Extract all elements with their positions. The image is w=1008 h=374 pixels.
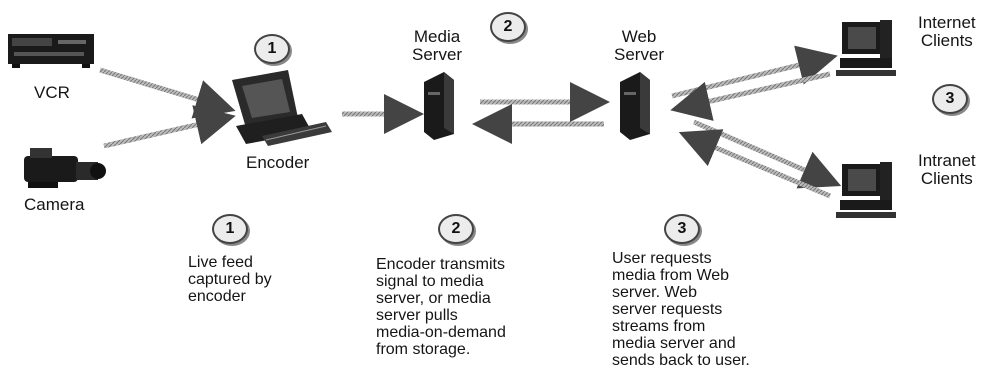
step-1-description: Live feed captured by encoder (188, 254, 272, 305)
camera-label: Camera (24, 195, 85, 214)
vcr-to-encoder-arrow (99, 67, 236, 119)
camera-to-encoder-arrow (103, 105, 236, 149)
step-badge-media-server: 2 (490, 12, 526, 42)
step-badge-clients: 3 (932, 84, 968, 114)
step-2-description: Encoder transmits signal to media server… (376, 256, 506, 358)
web-server-to-intranet-arrow (678, 129, 831, 199)
web-server-label: Web Server (614, 27, 665, 64)
vcr-icon (8, 34, 94, 68)
step-badge-2: 2 (438, 214, 474, 244)
connection-arrows (99, 45, 842, 199)
camera-icon (24, 148, 106, 188)
server-tower-icon (620, 72, 650, 140)
internet-to-web-server-arrow (670, 71, 831, 121)
computer-icon (232, 70, 332, 146)
desktop-computer-icon (836, 162, 896, 218)
encoder-label: Encoder (246, 153, 310, 172)
intranet-clients-label: Intranet Clients (918, 151, 976, 188)
intranet-to-web-server-arrow (693, 119, 842, 189)
media-server-label: Media Server (412, 27, 463, 64)
step-3-description: User requests media from Web server. Web… (612, 250, 750, 369)
server-tower-icon (424, 72, 454, 140)
internet-clients-label: Internet Clients (918, 13, 976, 50)
step-badge-1: 1 (212, 214, 248, 244)
vcr-label: VCR (34, 83, 70, 102)
step-badge-3: 3 (664, 214, 700, 244)
desktop-computer-icon (836, 20, 896, 76)
step-badge-encoder: 1 (254, 34, 290, 64)
